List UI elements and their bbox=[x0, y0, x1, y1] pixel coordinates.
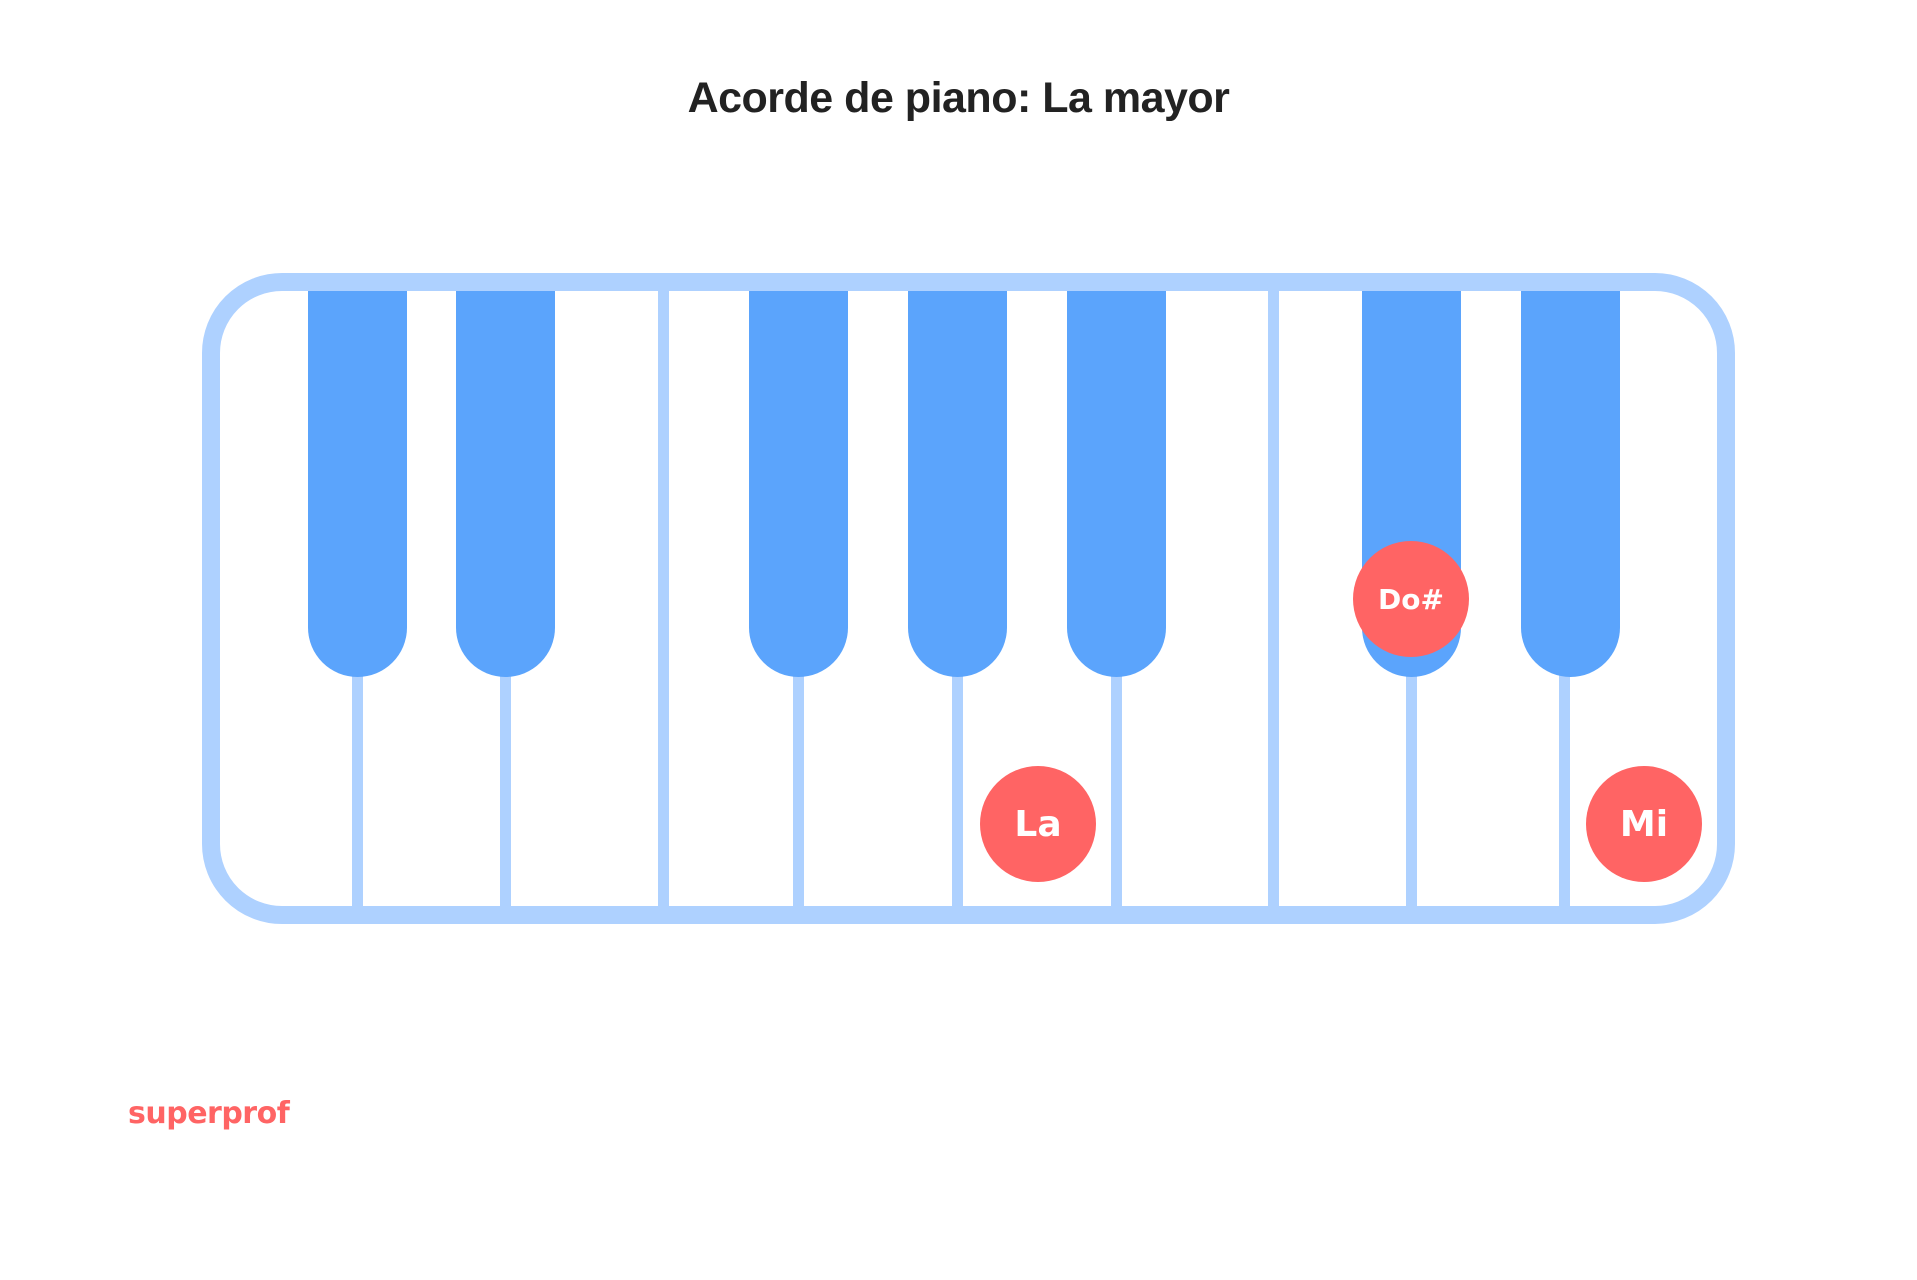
white-key-divider bbox=[1268, 291, 1279, 906]
black-key[interactable] bbox=[1067, 291, 1166, 677]
black-key[interactable] bbox=[308, 291, 407, 677]
white-key-divider bbox=[1111, 671, 1122, 906]
white-key-divider bbox=[658, 291, 669, 906]
black-key[interactable] bbox=[908, 291, 1007, 677]
piano-keyboard bbox=[202, 273, 1735, 924]
white-key-divider bbox=[1559, 671, 1570, 906]
black-key[interactable] bbox=[749, 291, 848, 677]
black-key[interactable] bbox=[456, 291, 555, 677]
diagram-title: Acorde de piano: La mayor bbox=[687, 74, 1230, 122]
superprof-logo: superprof bbox=[128, 1096, 290, 1131]
note-label: Do# bbox=[1378, 582, 1444, 616]
white-key-divider bbox=[952, 671, 963, 906]
white-key-divider bbox=[352, 671, 363, 906]
note-marker-mi: Mi bbox=[1586, 766, 1702, 882]
note-marker-do-sharp: Do# bbox=[1353, 541, 1469, 657]
white-key-divider bbox=[500, 671, 511, 906]
note-label: La bbox=[1014, 803, 1062, 845]
black-key[interactable] bbox=[1521, 291, 1620, 677]
white-key-divider bbox=[793, 671, 804, 906]
note-label: Mi bbox=[1619, 803, 1669, 845]
white-key-divider bbox=[1406, 671, 1417, 906]
note-marker-la: La bbox=[980, 766, 1096, 882]
